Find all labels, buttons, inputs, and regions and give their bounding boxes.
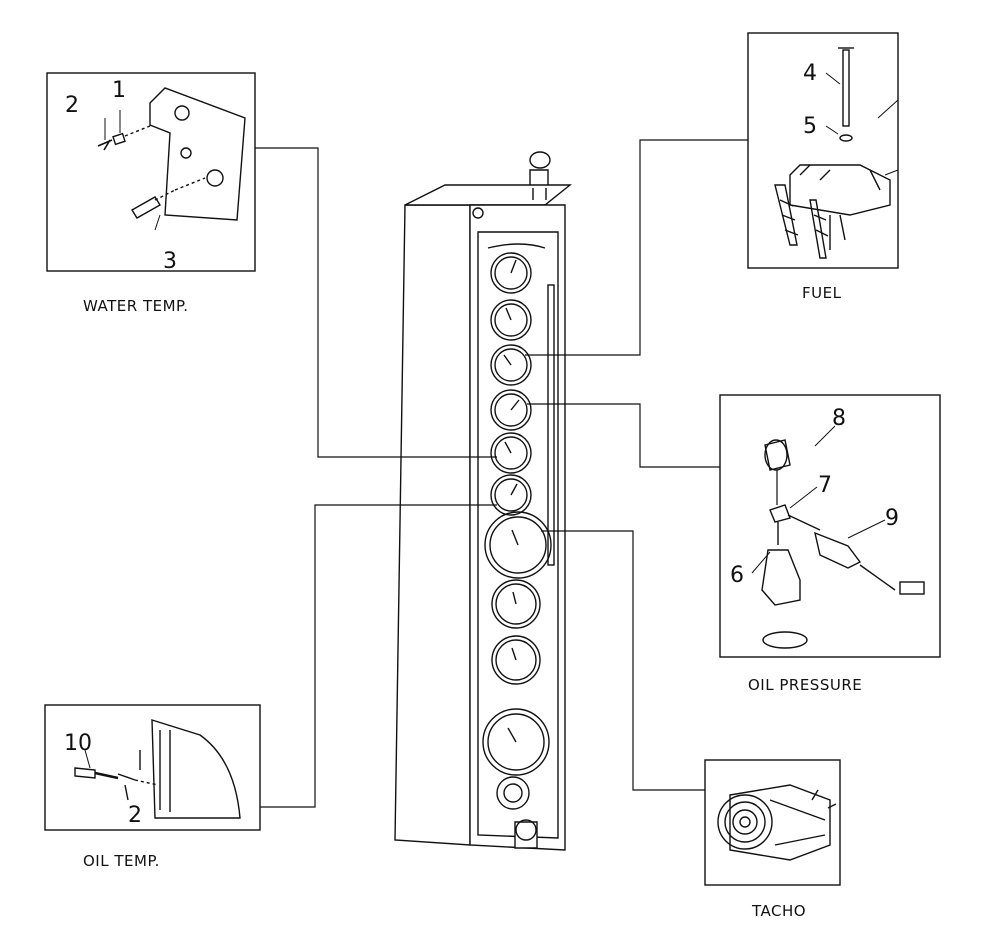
tacho-panel: [704, 759, 841, 886]
callout-10: 10: [64, 731, 92, 756]
caption-fuel: FUEL: [802, 284, 842, 302]
caption-oil-temp: OIL TEMP.: [83, 852, 160, 870]
oil-temp-panel: [44, 704, 261, 831]
callout-8: 8: [832, 406, 846, 431]
fuel-panel: [747, 32, 899, 269]
callout-2-oil-temp: 2: [128, 803, 142, 828]
callout-5: 5: [803, 114, 817, 139]
oil-pressure-panel: [719, 394, 941, 658]
callout-4: 4: [803, 61, 817, 86]
callout-6: 6: [730, 563, 744, 588]
small-gauges: [490, 252, 532, 516]
callout-ticks: [84, 72, 886, 769]
callout-3: 3: [163, 249, 177, 274]
callout-7: 7: [818, 473, 832, 498]
caption-water-temp: WATER TEMP.: [83, 297, 189, 315]
callout-1: 1: [112, 78, 126, 103]
caption-oil-pressure: OIL PRESSURE: [748, 676, 862, 694]
callout-9: 9: [885, 506, 899, 531]
callout-2: 2: [65, 93, 79, 118]
leader-lines: [255, 139, 748, 808]
caption-tacho: TACHO: [751, 902, 806, 920]
large-gauges: [482, 511, 552, 849]
instrument-panel: [394, 151, 572, 851]
water-temp-panel: [46, 72, 256, 272]
